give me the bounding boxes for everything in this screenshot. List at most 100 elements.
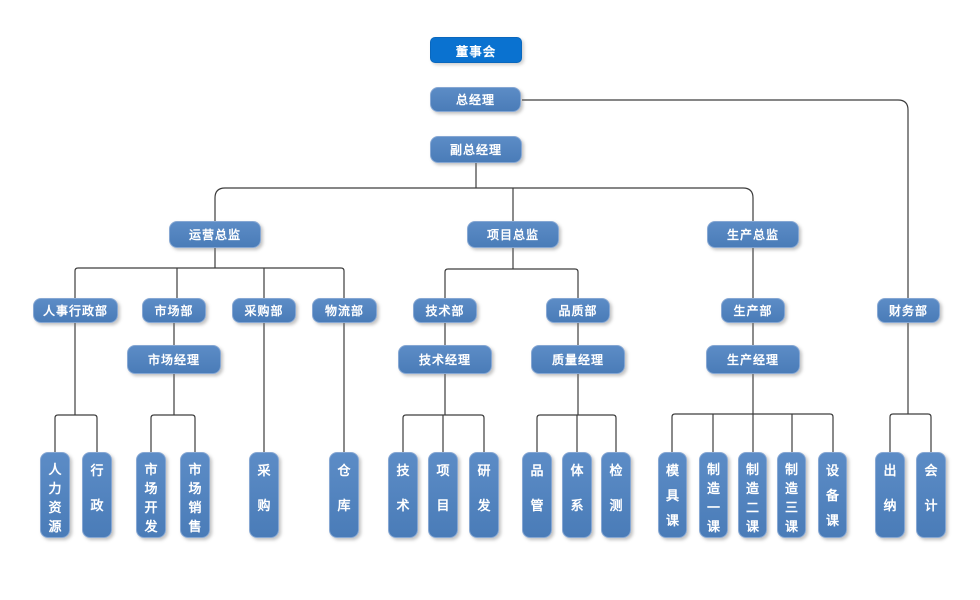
org-node-char: 发 <box>144 519 158 534</box>
org-node-label: 物流部 <box>324 304 364 318</box>
org-node-production-director[interactable]: 生产总监 <box>707 221 799 248</box>
org-node-char: 制 <box>706 462 720 477</box>
org-node-deputy-general-manager[interactable]: 副总经理 <box>430 136 522 163</box>
connector-line <box>214 187 754 221</box>
org-node-char: 课 <box>784 519 798 534</box>
org-node-char: 项 <box>436 463 450 478</box>
org-node-char: 库 <box>337 498 351 513</box>
org-node-administration[interactable]: 行政 <box>82 452 112 538</box>
org-node-char: 造 <box>745 481 759 496</box>
org-node-manufacturing-section-3[interactable]: 制造三课 <box>777 452 806 538</box>
org-node-label: 财务部 <box>888 304 928 318</box>
org-node-char: 力 <box>48 481 62 496</box>
org-node-manufacturing-section-2[interactable]: 制造二课 <box>738 452 767 538</box>
org-node-char: 发 <box>477 498 491 513</box>
org-node-label: 质量经理 <box>551 353 604 367</box>
org-node-research-development[interactable]: 研发 <box>469 452 499 538</box>
org-node-char: 售 <box>188 519 202 534</box>
org-node-char: 制 <box>745 462 759 477</box>
org-node-marketing-manager[interactable]: 市场经理 <box>127 345 221 374</box>
org-node-technology-dept[interactable]: 技术部 <box>413 298 477 323</box>
org-node-char: 品 <box>530 463 544 478</box>
connector-line <box>522 99 909 298</box>
org-node-char: 场 <box>144 481 158 496</box>
org-node-label: 运营总监 <box>188 228 241 242</box>
org-node-char: 市 <box>144 462 158 477</box>
org-node-finance-dept[interactable]: 财务部 <box>877 298 940 323</box>
org-node-production-dept[interactable]: 生产部 <box>721 298 785 323</box>
connector-line <box>54 414 98 452</box>
org-node-char: 行 <box>90 463 104 478</box>
org-node-char: 二 <box>745 500 759 515</box>
connector-line <box>150 414 196 452</box>
org-node-project-director[interactable]: 项目总监 <box>467 221 559 248</box>
org-node-inspection[interactable]: 检测 <box>601 452 631 538</box>
org-node-char: 备 <box>825 488 839 503</box>
org-node-manufacturing-section-1[interactable]: 制造一课 <box>699 452 728 538</box>
org-node-char: 检 <box>609 463 623 478</box>
org-node-char: 课 <box>745 519 759 534</box>
org-node-label: 生产经理 <box>726 353 779 367</box>
org-node-char: 资 <box>48 500 62 515</box>
org-node-equipment-section[interactable]: 设备课 <box>818 452 847 538</box>
org-node-quality-control[interactable]: 品管 <box>522 452 552 538</box>
org-node-market-development[interactable]: 市场开发 <box>136 452 166 538</box>
org-node-char: 出 <box>883 463 897 478</box>
org-node-technology[interactable]: 技术 <box>388 452 418 538</box>
org-node-char: 系 <box>570 498 584 513</box>
org-node-warehouse[interactable]: 仓库 <box>329 452 359 538</box>
org-node-marketing-dept[interactable]: 市场部 <box>142 298 206 323</box>
org-node-label: 技术经理 <box>418 353 471 367</box>
org-node-char: 课 <box>706 519 720 534</box>
org-node-char: 一 <box>706 500 720 515</box>
org-node-operations-director[interactable]: 运营总监 <box>169 221 261 248</box>
org-node-char: 纳 <box>883 498 897 513</box>
org-node-market-sales[interactable]: 市场销售 <box>180 452 210 538</box>
org-node-char: 采 <box>257 463 271 478</box>
org-node-label: 项目总监 <box>486 228 539 242</box>
org-node-char: 仓 <box>337 463 351 478</box>
org-node-char: 造 <box>784 481 798 496</box>
org-node-char: 具 <box>665 488 679 503</box>
org-node-char: 模 <box>665 463 679 478</box>
org-node-char: 源 <box>48 519 62 534</box>
connector-line <box>444 268 579 298</box>
org-node-char: 课 <box>665 513 679 528</box>
org-node-char: 体 <box>570 463 584 478</box>
org-node-char: 测 <box>609 498 623 513</box>
org-node-hr-admin-dept[interactable]: 人事行政部 <box>33 298 118 323</box>
org-node-char: 制 <box>784 462 798 477</box>
org-node-mold-section[interactable]: 模具课 <box>658 452 687 538</box>
org-node-char: 购 <box>257 498 271 513</box>
org-node-label: 生产总监 <box>726 228 779 242</box>
org-node-char: 课 <box>825 513 839 528</box>
org-node-char: 三 <box>784 500 798 515</box>
org-node-char: 研 <box>477 463 491 478</box>
org-node-quality-dept[interactable]: 品质部 <box>546 298 610 323</box>
org-node-general-manager[interactable]: 总经理 <box>430 87 521 112</box>
org-node-char: 技 <box>396 463 410 478</box>
org-node-technology-manager[interactable]: 技术经理 <box>398 345 492 374</box>
connector-line <box>74 267 345 298</box>
org-node-label: 品质部 <box>558 304 598 318</box>
org-node-accounting[interactable]: 会计 <box>916 452 946 538</box>
org-node-production-manager[interactable]: 生产经理 <box>706 345 800 374</box>
org-node-project[interactable]: 项目 <box>428 452 458 538</box>
org-node-purchasing[interactable]: 采购 <box>249 452 279 538</box>
org-node-label: 人事行政部 <box>42 304 108 318</box>
org-node-logistics-dept[interactable]: 物流部 <box>312 298 377 323</box>
org-node-cashier[interactable]: 出纳 <box>875 452 905 538</box>
org-node-board[interactable]: 董事会 <box>430 37 522 63</box>
org-node-quality-system[interactable]: 体系 <box>562 452 592 538</box>
org-node-label: 市场经理 <box>147 353 200 367</box>
org-node-char: 目 <box>436 498 450 513</box>
org-node-char: 开 <box>144 500 158 515</box>
org-node-quality-manager[interactable]: 质量经理 <box>531 345 625 374</box>
connector-line <box>889 413 932 452</box>
org-node-human-resources[interactable]: 人力资源 <box>40 452 70 538</box>
org-node-label: 副总经理 <box>449 143 502 157</box>
org-node-char: 销 <box>188 500 202 515</box>
org-node-procurement-dept[interactable]: 采购部 <box>232 298 296 323</box>
